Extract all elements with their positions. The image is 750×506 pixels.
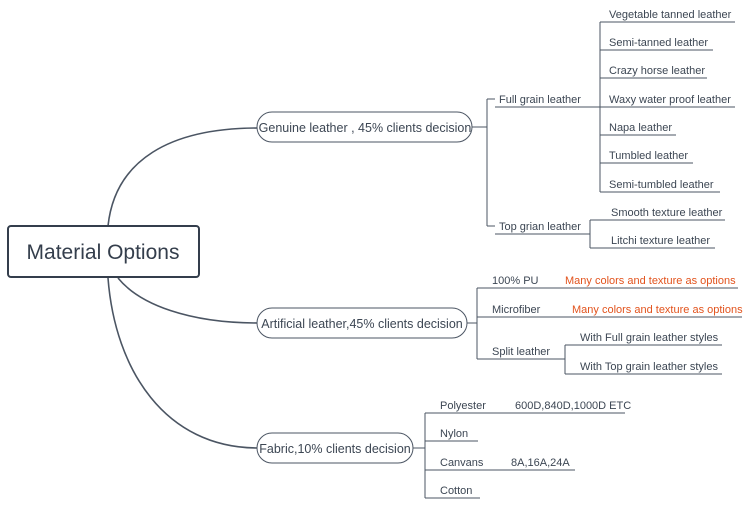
- leaf-top-grain-styles: With Top grain leather styles: [580, 361, 718, 373]
- group-pu-label: 100% PU: [492, 275, 539, 287]
- connector-root-fabric: [107, 277, 259, 449]
- leaf-litchi-texture: Litchi texture leather: [611, 235, 710, 247]
- connector-fabric-groups: [413, 412, 432, 499]
- group-nylon-label: Nylon: [440, 428, 468, 440]
- connector-genuine-groups: [472, 98, 495, 227]
- group-top-grain-label: Top grian leather: [499, 221, 581, 233]
- branch-genuine-leather[interactable]: Genuine leather , 45% clients decision: [256, 111, 473, 143]
- connector-root-genuine: [107, 127, 259, 227]
- split-items: With Full grain leather styles With Top …: [572, 332, 722, 375]
- leaf-napa: Napa leather: [609, 122, 672, 134]
- connector-top-grain-items: [495, 219, 600, 249]
- leaf-smooth-texture: Smooth texture leather: [611, 207, 723, 219]
- connector-split-items: [484, 344, 572, 375]
- spec-polyester: 600D,840D,1000D ETC: [515, 400, 631, 412]
- full-grain-items: Vegetable tanned leather Semi-tanned lea…: [600, 9, 735, 193]
- leaf-vegetable-tanned: Vegetable tanned leather: [609, 9, 732, 21]
- spec-canvans: 8A,16A,24A: [511, 457, 570, 469]
- group-canvans-label: Canvans: [440, 457, 484, 469]
- group-microfiber-label: Microfiber: [492, 304, 541, 316]
- root-label: Material Options: [27, 241, 180, 264]
- leaf-waxy-water-proof: Waxy water proof leather: [609, 94, 731, 106]
- branch-fabric-label: Fabric,10% clients decision: [259, 442, 411, 456]
- branch-artificial-label: Artificial leather,45% clients decision: [261, 317, 463, 331]
- root-node[interactable]: Material Options: [7, 225, 200, 278]
- leaf-crazy-horse: Crazy horse leather: [609, 65, 705, 77]
- branch-genuine-label: Genuine leather , 45% clients decision: [259, 121, 472, 135]
- note-microfiber: Many colors and texture as options: [572, 304, 743, 316]
- connector-artificial-groups: [467, 287, 484, 360]
- leaf-semi-tumbled: Semi-tumbled leather: [609, 179, 714, 191]
- note-pu: Many colors and texture as options: [565, 275, 736, 287]
- leaf-tumbled: Tumbled leather: [609, 150, 688, 162]
- group-split-label: Split leather: [492, 346, 550, 358]
- group-polyester-label: Polyester: [440, 400, 486, 412]
- branch-fabric[interactable]: Fabric,10% clients decision: [256, 432, 414, 464]
- leaf-full-grain-styles: With Full grain leather styles: [580, 332, 719, 344]
- top-grain-items: Smooth texture leather Litchi texture le…: [600, 207, 725, 249]
- group-cotton-label: Cotton: [440, 485, 472, 497]
- connector-full-grain-items: [595, 22, 601, 192]
- leaf-semi-tanned: Semi-tanned leather: [609, 37, 708, 49]
- group-full-grain-label: Full grain leather: [499, 94, 581, 106]
- connector-root-artificial: [117, 277, 259, 324]
- branch-artificial-leather[interactable]: Artificial leather,45% clients decision: [256, 307, 468, 339]
